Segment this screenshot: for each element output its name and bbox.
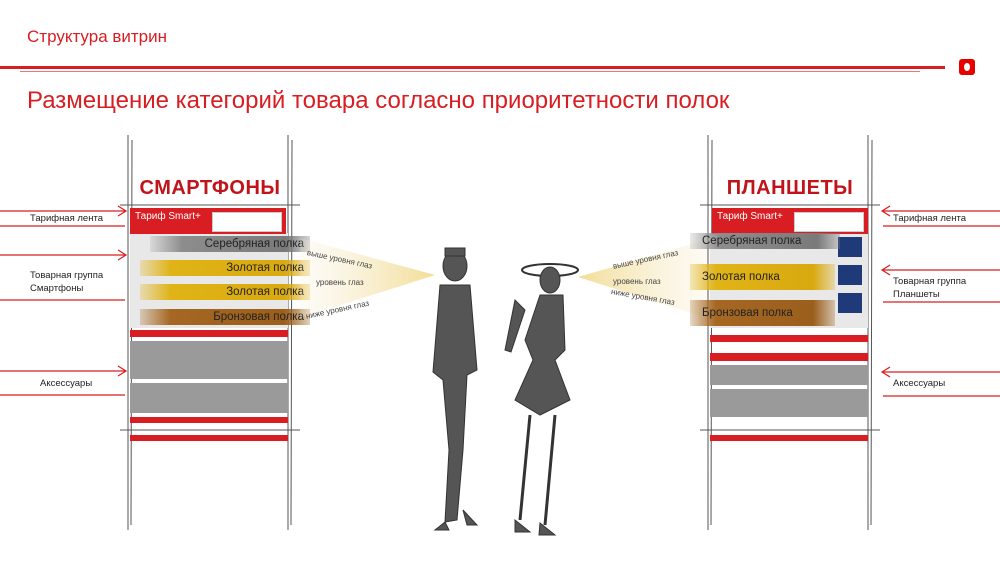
right-shelf-bronze: Бронзовая полка [690,300,835,326]
left-arrows [0,205,128,396]
left-banner-text: Тариф Smart+ [135,211,201,222]
left-shelf-bronze-label: Бронзовая полка [213,311,304,323]
left-label-group-2: Смартфоны [30,283,84,294]
left-gaze-cone [300,238,435,318]
left-shelf-gold-1-label: Золотая полка [226,262,304,274]
left-shelf-silver-label: Серебряная полка [204,238,304,250]
left-gaze-level: уровень глаз [316,278,364,287]
left-shelf-bronze: Бронзовая полка [140,309,310,325]
right-cabinet-title: ПЛАНШЕТЫ [726,177,854,199]
right-label-tariff: Тарифная лента [893,213,966,224]
header-title: Структура витрин [27,27,168,46]
left-shelf-gold-2: Золотая полка [140,284,310,300]
right-shelf-silver: Серебряная полка [690,233,840,249]
left-label-tariff: Тарифная лента [30,213,103,224]
left-cabinet-sketch [120,135,300,530]
right-gaze-level: уровень глаз [613,277,661,286]
right-shelf-gold-label: Золотая полка [702,271,780,283]
left-cabinet-title: СМАРТФОНЫ [139,177,281,199]
left-label-accessories: Аксессуары [40,378,93,389]
left-tariff-banner: Тариф Smart+ [130,208,286,234]
right-gaze-cone [578,238,713,320]
page-title: Размещение категорий товара согласно при… [27,87,730,114]
right-shelf-gold: Золотая полка [690,264,835,290]
right-arrows [880,205,1000,397]
left-label-group-1: Товарная группа [30,270,104,281]
right-shelf-silver-label: Серебряная полка [702,235,802,247]
shoppers-sketch-image [432,247,579,536]
left-shelf-gold-2-label: Золотая полка [226,286,304,298]
right-label-accessories: Аксессуары [893,378,946,389]
left-shelf-gold-1: Золотая полка [140,260,310,276]
right-label-group-2: Планшеты [893,289,940,300]
right-label-group-1: Товарная группа [893,276,967,287]
header-divider-thin [20,71,920,72]
right-tariff-banner: Тариф Smart+ [712,208,868,234]
left-shelf-silver: Серебряная полка [150,236,310,252]
right-cabinet-sketch [700,135,880,530]
right-shelf-bronze-label: Бронзовая полка [702,307,793,319]
header-divider [0,66,945,69]
brand-logo [959,59,975,75]
right-banner-text: Тариф Smart+ [717,211,783,222]
